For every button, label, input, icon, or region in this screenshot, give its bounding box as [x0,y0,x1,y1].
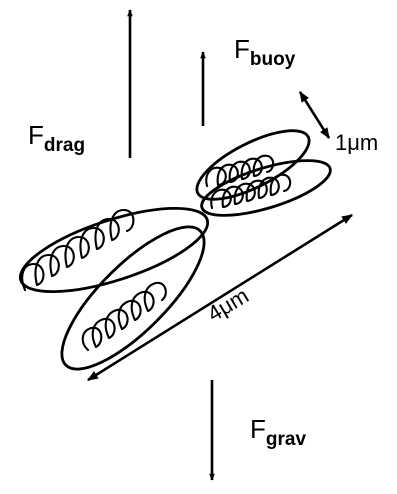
gravity-force-label: Fgrav [250,414,306,450]
width-dimension-arrow [300,92,329,138]
chromosome [12,117,336,388]
width-dimension-label: 1μm [335,130,378,155]
chromonema-coil-upper-left [22,210,133,290]
buoyancy-force-label: Fbuoy [234,34,296,70]
chromatid-arm-upper-left [12,191,217,309]
drag-force-label: Fdrag [28,120,85,156]
length-dimension-label: 4μm [203,283,253,327]
